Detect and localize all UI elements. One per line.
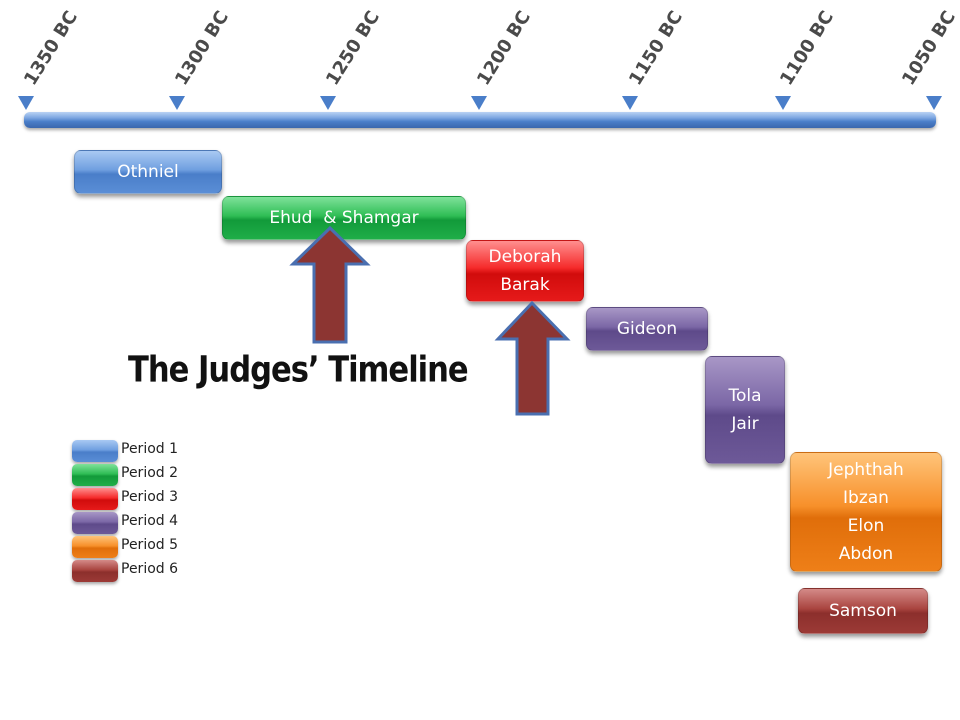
judge-box-deborah-barak: Deborah Barak bbox=[466, 240, 584, 302]
tick-marker bbox=[622, 96, 638, 110]
judge-label: Jephthah bbox=[828, 460, 904, 480]
legend-label: Period 2 bbox=[121, 465, 179, 481]
judge-box-samson: Samson bbox=[798, 588, 928, 634]
judge-label: Elon bbox=[847, 516, 885, 536]
legend-swatch bbox=[72, 440, 118, 462]
judge-label: Tola bbox=[728, 386, 762, 406]
tick-marker bbox=[320, 96, 336, 110]
legend-swatch bbox=[72, 464, 118, 486]
legend-swatch bbox=[72, 536, 118, 558]
tick-marker bbox=[775, 96, 791, 110]
legend-swatch bbox=[72, 560, 118, 582]
legend-label: Period 6 bbox=[121, 561, 179, 577]
tick-marker bbox=[18, 96, 34, 110]
legend-swatch bbox=[72, 488, 118, 510]
legend-label: Period 4 bbox=[121, 513, 179, 529]
judge-label: Samson bbox=[829, 601, 897, 621]
timeline-axis bbox=[24, 112, 936, 128]
judge-label: Ibzan bbox=[843, 488, 889, 508]
tick-marker bbox=[471, 96, 487, 110]
legend-label: Period 1 bbox=[121, 441, 179, 457]
up-arrow-icon bbox=[289, 225, 371, 344]
judge-box-othniel: Othniel bbox=[74, 150, 222, 194]
tick-marker bbox=[926, 96, 942, 110]
judge-box-tola-jair: Tola Jair bbox=[705, 356, 785, 464]
judge-label: Ehud & Shamgar bbox=[269, 208, 419, 228]
judge-box-gideon: Gideon bbox=[586, 307, 708, 351]
diagram-title: The Judges’ Timeline bbox=[128, 349, 469, 391]
legend-swatch bbox=[72, 512, 118, 534]
judge-label: Othniel bbox=[117, 162, 179, 182]
judge-label: Gideon bbox=[616, 319, 678, 339]
judge-box-jephthah-ibzan-elon-abdon: Jephthah Ibzan Elon Abdon bbox=[790, 452, 942, 572]
judge-label: Deborah bbox=[488, 247, 562, 267]
judge-label: Barak bbox=[500, 275, 550, 295]
judge-box-ehud-shamgar: Ehud & Shamgar bbox=[222, 196, 466, 240]
judge-label: Abdon bbox=[838, 544, 894, 564]
tick-marker bbox=[169, 96, 185, 110]
up-arrow-icon bbox=[494, 300, 571, 416]
legend-label: Period 5 bbox=[121, 537, 179, 553]
legend-label: Period 3 bbox=[121, 489, 179, 505]
judge-label: Jair bbox=[731, 414, 759, 434]
